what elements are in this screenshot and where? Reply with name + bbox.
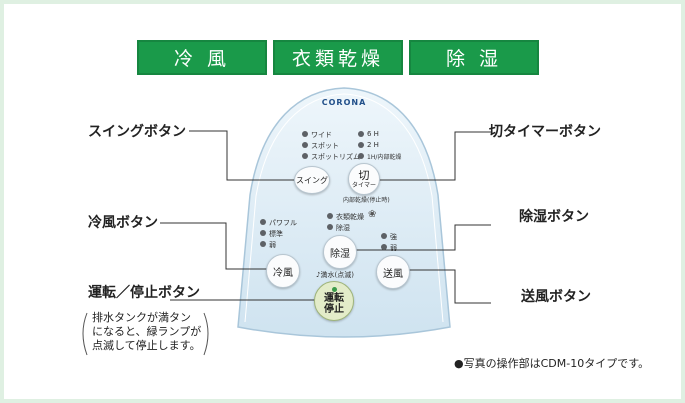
drain-full-lamp	[331, 287, 337, 292]
callout-cool: 冷風ボタン	[88, 215, 158, 231]
fan-lamp-strong	[381, 233, 387, 239]
note-line: になると、緑ランプが	[92, 325, 202, 338]
timer-lamp-label: 2 H	[367, 141, 379, 149]
stop-button-label: 停止	[324, 304, 344, 315]
cool-lamp-standard	[260, 230, 266, 236]
swing-lamp-label: ワイド	[311, 131, 332, 139]
swing-lamp-label: スポット	[311, 142, 339, 150]
timer-lamp-2h	[358, 142, 364, 148]
swing-lamp-spot-rhythm	[302, 153, 308, 159]
callout-fan: 送風ボタン	[521, 289, 591, 305]
callout-swing: スイングボタン	[88, 124, 186, 140]
cool-lamp-powerful	[260, 219, 266, 225]
run-stop-button[interactable]: 運転 停止	[314, 281, 354, 321]
cool-lamp-label: 弱	[269, 241, 276, 249]
control-panel-inner-rim	[244, 93, 444, 323]
fan-lamp-label: 弱	[390, 244, 397, 252]
note-line: 排水タンクが満タン	[92, 311, 191, 324]
callout-dehumid: 除湿ボタン	[519, 209, 589, 225]
callout-run-stop: 運転／停止ボタン	[88, 285, 200, 301]
fan-lamp-weak	[381, 244, 387, 250]
leader-dehumid	[348, 224, 491, 251]
swing-lamp-wide	[302, 131, 308, 137]
cool-button-label: 冷風	[273, 267, 293, 279]
fan-lamp-label: 強	[390, 233, 397, 241]
dehumidify-button[interactable]: 除湿	[323, 235, 357, 269]
leader-timer	[376, 131, 491, 181]
mode-cool-header: 冷 風	[137, 40, 267, 75]
swing-lamp-spot	[302, 142, 308, 148]
model-footnote: ●写真の操作部はCDM-10タイプです。	[454, 357, 650, 370]
cool-button[interactable]: 冷風	[266, 254, 300, 288]
swing-button[interactable]: スイング	[294, 166, 330, 194]
mode-dehumidify-header: 除 湿	[409, 40, 539, 75]
cool-lamp-label: パワフル	[269, 219, 297, 227]
internal-dry-label: 内部乾燥(停止時)	[343, 197, 390, 204]
leader-swing	[189, 130, 307, 181]
timer-lamp-label: 1H/内部乾燥	[367, 154, 402, 161]
timer-button-label-top: 切	[358, 168, 370, 182]
run-button-label: 運転	[324, 293, 344, 304]
timer-button-label-bottom: タイマー	[351, 181, 376, 189]
swing-lamp-label: スポットリズム	[311, 153, 360, 161]
cool-lamp-weak	[260, 241, 266, 247]
timer-lamp-1h	[358, 153, 364, 159]
swing-button-label: スイング	[296, 175, 328, 185]
note-brackets	[82, 312, 209, 356]
callout-timer: 切タイマーボタン	[489, 124, 601, 140]
mode-clothes-dry-header: 衣類乾燥	[273, 40, 403, 75]
fan-button-label: 送風	[383, 268, 403, 280]
dehumid-lamp-clothes-dry	[327, 213, 333, 219]
tank-full-note: 排水タンクが満タン になると、緑ランプが 点滅して停止します。	[92, 311, 201, 353]
dehumid-lamp-dehumidify	[327, 224, 333, 230]
dehumid-lamp-label: 衣類乾燥	[336, 213, 364, 221]
brand-logo: CORONA	[321, 98, 367, 107]
fan-button[interactable]: 送風	[376, 255, 410, 289]
clothes-icon: ❀	[368, 209, 377, 220]
note-line: 点滅して停止します。	[92, 339, 201, 352]
dehumidify-button-label: 除湿	[330, 248, 350, 260]
cool-lamp-label: 標準	[269, 230, 283, 238]
timer-off-button[interactable]: 切 タイマー	[348, 163, 380, 195]
dehumid-lamp-label: 除湿	[336, 224, 350, 232]
drain-full-label: ♪満水(点滅)	[316, 271, 354, 279]
leader-fan	[394, 269, 491, 304]
timer-lamp-label: 6 H	[367, 130, 379, 138]
timer-lamp-6h	[358, 131, 364, 137]
leader-cool	[160, 222, 280, 270]
